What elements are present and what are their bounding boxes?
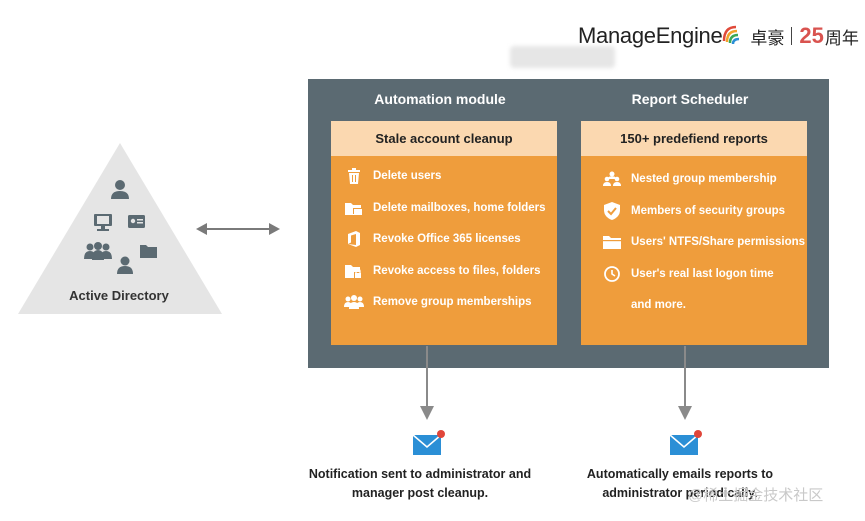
scheduler-item-label: Nested group membership: [631, 173, 777, 185]
scheduler-item-label: Members of security groups: [631, 204, 786, 217]
automation-item-label: Revoke access to files, folders: [373, 264, 541, 277]
automation-card: [331, 121, 557, 345]
automation-item-label: Delete mailboxes, home folders: [373, 201, 546, 214]
scheduler-note-line2: administrator periodically.: [602, 486, 758, 500]
logo-anniversary: 25: [799, 23, 824, 48]
scheduler-item-nested-groups: Nested group membership: [601, 169, 805, 189]
scheduler-item-label: Users' NTFS/Share permissions: [631, 236, 806, 248]
logo-year-suffix: 周年: [824, 28, 859, 48]
down-arrow-icon: [678, 346, 692, 420]
automation-note-line2: manager post cleanup.: [351, 486, 489, 500]
scheduler-card: [581, 121, 807, 345]
scheduler-note-line1: Automatically emails reports to: [586, 467, 774, 481]
trash-icon: [343, 166, 365, 186]
scheduler-item-label: User's real last logon time: [631, 267, 774, 280]
scheduler-item-security-groups: Members of security groups: [601, 201, 805, 221]
group-icon: [343, 292, 365, 312]
watermark: @稀土掘金技术社区: [688, 487, 824, 504]
automation-item-delete-users: Delete users: [343, 166, 546, 186]
automation-item-delete-mailboxes: Delete mailboxes, home folders: [343, 198, 546, 218]
scheduler-item-ntfs: Users' NTFS/Share permissions: [601, 232, 805, 252]
automation-item-revoke-access: Revoke access to files, folders: [343, 261, 546, 281]
monitor-icon: [94, 214, 112, 231]
mailbox-folder-icon: [343, 198, 365, 218]
shield-check-icon: [601, 201, 623, 221]
active-directory-label: Active Directory: [69, 288, 169, 303]
blurred-region: [510, 46, 615, 68]
scheduler-card-header: 150+ predefiend reports: [581, 121, 807, 156]
automation-note: Notification sent to administrator and m…: [290, 465, 550, 503]
office-icon: [343, 229, 365, 249]
folder-icon: [140, 245, 157, 258]
logo-swirl-icon: [723, 25, 740, 45]
scheduler-item-and-more: and more.: [601, 295, 805, 315]
automation-item-remove-groups: Remove group memberships: [343, 292, 546, 312]
double-arrow-icon: [196, 223, 280, 235]
scheduler-item-label: and more.: [631, 299, 686, 311]
folder-icon: [601, 232, 623, 252]
user-icon: [117, 256, 133, 274]
scheduler-items: Nested group membership Members of secur…: [601, 169, 805, 315]
active-directory-triangle: [18, 143, 222, 314]
report-scheduler-title: Report Scheduler: [631, 91, 749, 107]
automation-item-revoke-licenses: Revoke Office 365 licenses: [343, 229, 546, 249]
logo-chinese: 卓豪: [750, 28, 785, 48]
clock-icon: [601, 264, 623, 284]
automation-note-line1: Notification sent to administrator and: [308, 467, 532, 481]
logo-brand: ManageEngine: [578, 23, 723, 48]
user-icon: [111, 180, 129, 199]
automation-card-header: Stale account cleanup: [331, 121, 557, 156]
file-lock-icon: [343, 261, 365, 281]
scheduler-note: Automatically emails reports to administ…: [565, 465, 795, 503]
manageengine-logo: ManageEngine 卓豪 25 周年: [578, 20, 859, 52]
down-arrow-icon: [420, 346, 434, 420]
automation-item-label: Delete users: [373, 170, 442, 182]
automation-item-label: Revoke Office 365 licenses: [373, 233, 521, 245]
nested-group-icon: [601, 169, 623, 189]
logo-divider: [791, 27, 793, 45]
automation-item-label: Remove group memberships: [373, 296, 532, 308]
id-card-icon: [128, 215, 145, 228]
email-notification-icon: [669, 430, 702, 455]
email-notification-icon: [412, 430, 445, 455]
scheduler-item-logon-time: User's real last logon time: [601, 264, 805, 284]
automation-items: Delete users Delete mailboxes, home fold…: [343, 166, 546, 312]
group-icon: [84, 242, 112, 260]
automation-module-title: Automation module: [374, 91, 506, 107]
